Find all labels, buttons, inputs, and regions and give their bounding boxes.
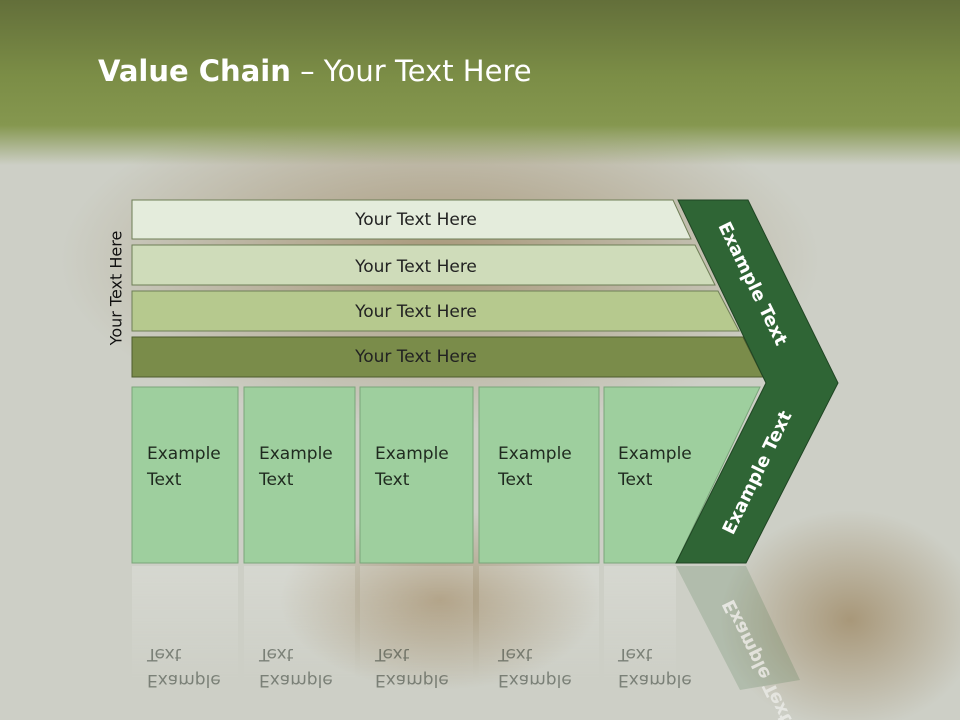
box-3-line2: Text	[374, 470, 410, 490]
slide-title: Value Chain – Your Text Here	[98, 54, 532, 88]
reflection-box-5-line2: Text	[617, 644, 653, 664]
box-4	[478, 386, 600, 564]
box-2	[243, 386, 356, 564]
box-4-line1: Example	[498, 444, 572, 464]
reflection-box-1-line2: Text	[146, 644, 182, 664]
title-bold: Value Chain	[98, 54, 291, 88]
band-1-label: Your Text Here	[354, 210, 477, 230]
reflection: Example Text Example Text Example Text E…	[132, 566, 800, 720]
band-3	[131, 290, 740, 332]
reflection-box-3-line2: Text	[374, 644, 410, 664]
box-1	[131, 386, 239, 564]
band-1	[131, 199, 692, 240]
box-2-line2: Text	[258, 470, 294, 490]
reflection-box-2-line1: Example	[259, 670, 333, 690]
band-2-label: Your Text Here	[354, 257, 477, 277]
reflection-box-1-line1: Example	[147, 670, 221, 690]
box-3	[359, 386, 474, 564]
box-2-line1: Example	[259, 444, 333, 464]
reflection-box-3-line1: Example	[375, 670, 449, 690]
band-2	[131, 244, 716, 286]
box-3-line1: Example	[375, 444, 449, 464]
reflection-box-5-line1: Example	[618, 670, 692, 690]
reflection-box-4-line1: Example	[498, 670, 572, 690]
title-rest: – Your Text Here	[290, 54, 532, 88]
box-4-line2: Text	[497, 470, 533, 490]
reflection-box-2-line2: Text	[258, 644, 294, 664]
box-1-line1: Example	[147, 444, 221, 464]
band-4-label: Your Text Here	[354, 347, 477, 367]
box-5-line2: Text	[617, 470, 653, 490]
box-1-line2: Text	[146, 470, 182, 490]
reflection-box-4-line2: Text	[497, 644, 533, 664]
box-5-line1: Example	[618, 444, 692, 464]
band-3-label: Your Text Here	[354, 302, 477, 322]
chevron-arrow	[675, 199, 839, 564]
